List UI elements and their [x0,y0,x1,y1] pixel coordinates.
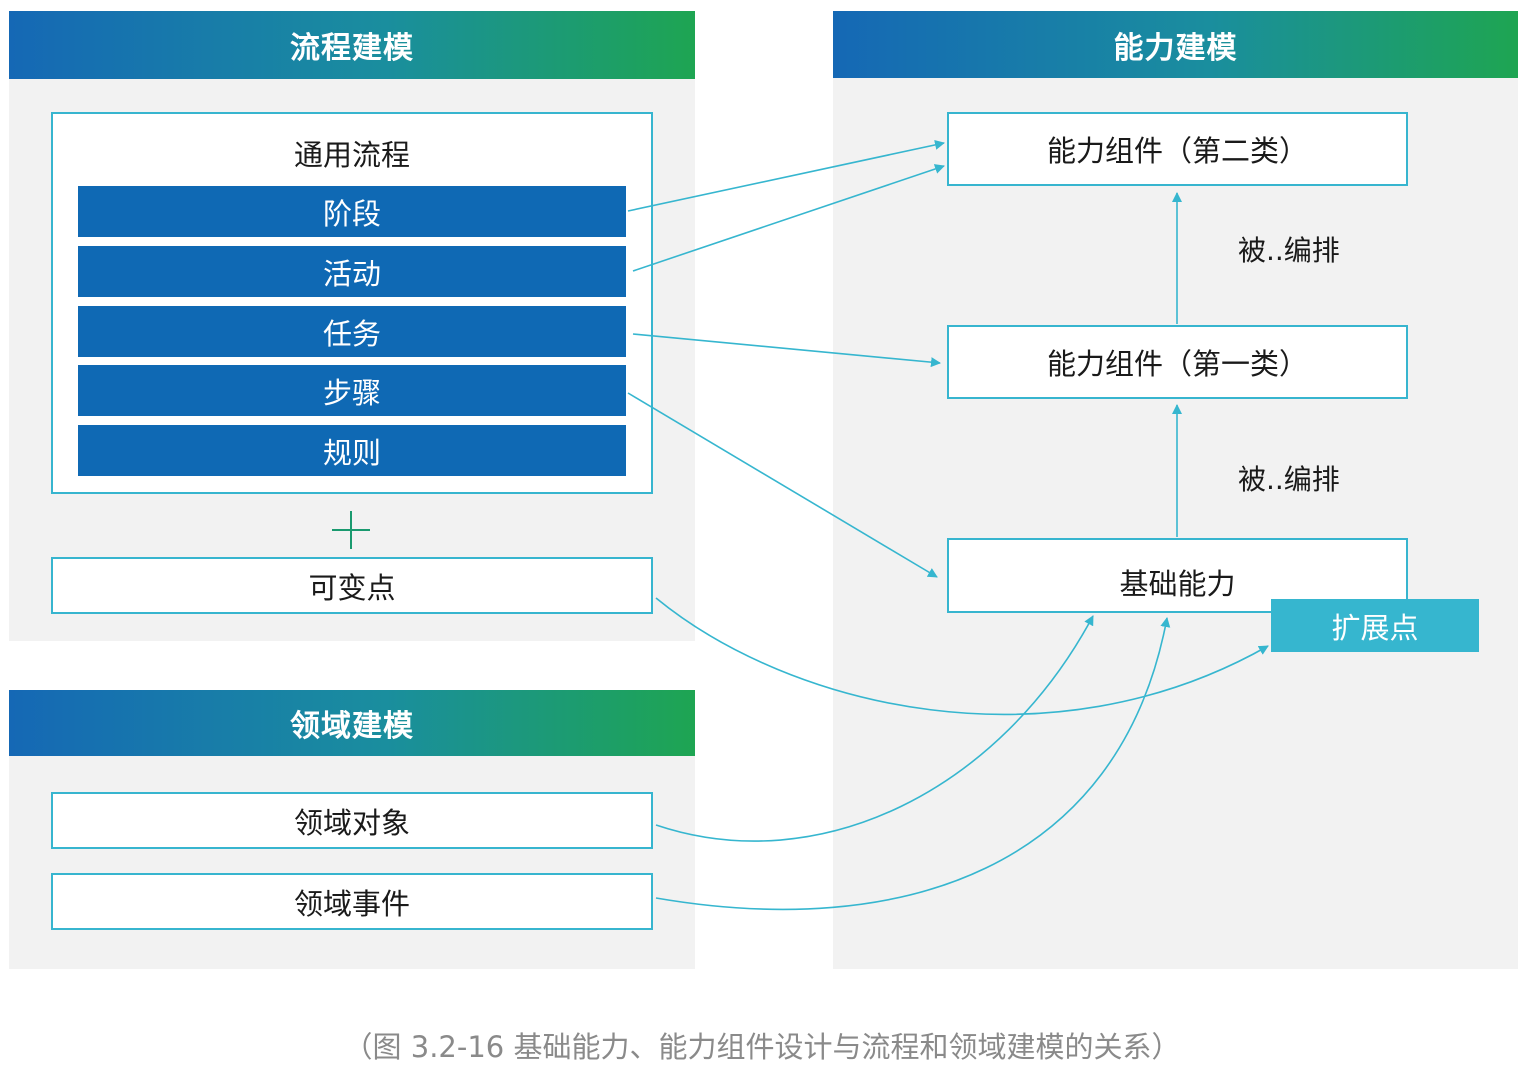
capability-component-type2-box: 能力组件（第二类） [947,112,1408,186]
extension-point-badge: 扩展点 [1271,599,1479,652]
domain-object-box: 领域对象 [51,792,653,849]
variable-point-to-extension-curve [655,597,1269,716]
capability-modeling-header: 能力建模 [833,11,1518,78]
orchestrated-by-label-upper: 被..编排 [1238,234,1340,267]
orchestrated-by-label-lower: 被..编排 [1238,463,1340,496]
stage-item: 阶段 [78,186,626,237]
process-modeling-header: 流程建模 [9,11,695,79]
capability-component-type1-box: 能力组件（第一类） [947,325,1408,399]
task-item: 任务 [78,306,626,357]
rule-item: 规则 [78,425,626,476]
domain-object-to-base-curve [655,615,1094,842]
general-process-title: 通用流程 [293,138,410,172]
domain-modeling-header: 领域建模 [9,690,695,756]
domain-event-to-base-curve [655,617,1171,911]
variable-point-box: 可变点 [51,557,653,614]
activity-item: 活动 [78,246,626,297]
stage-to-component2-arrow [627,140,945,212]
step-to-base-capability-arrow [627,392,938,578]
task-to-component1-arrow [632,333,941,368]
domain-event-box: 领域事件 [51,873,653,930]
activity-to-component2-arrow [632,164,945,272]
step-item: 步骤 [78,365,626,416]
figure-caption: （图 3.2-16 基础能力、能力组件设计与流程和领域建模的关系） [343,1030,1181,1064]
plus-icon [332,511,370,549]
base-capability-label: 基础能力 [1119,567,1236,601]
